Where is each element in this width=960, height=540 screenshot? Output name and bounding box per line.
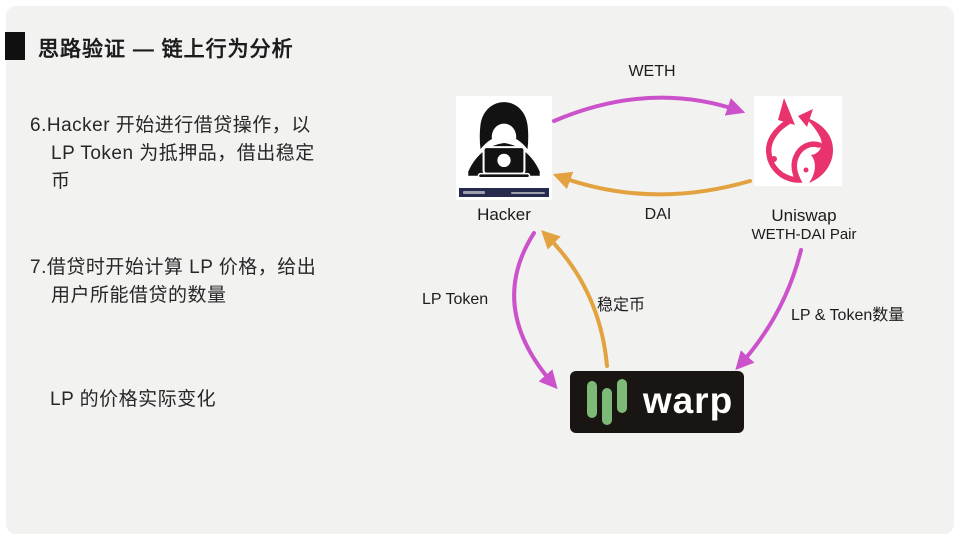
bullet-item-7: 7.借贷时开始计算 LP 价格，给出 用户所能借贷的数量 xyxy=(30,254,360,310)
edge-label-weth: WETH xyxy=(628,63,676,80)
bullet-7-line-1: 7.借贷时开始计算 LP 价格，给出 xyxy=(30,257,317,278)
warp-logo-bar xyxy=(587,381,597,418)
edge-label-lp-token: LP Token xyxy=(422,291,489,308)
title-accent-square xyxy=(5,32,25,60)
hacker-label: Hacker xyxy=(477,205,531,224)
bullet-7-line-2: 用户所能借贷的数量 xyxy=(51,285,227,306)
edge-label-dai: DAI xyxy=(644,206,672,223)
bullet-6-line-1: 6.Hacker 开始进行借贷操作，以 xyxy=(30,115,311,136)
page-title: 思路验证 — 链上行为分析 xyxy=(38,38,294,61)
watermark-mark xyxy=(463,191,485,194)
edge-label-lp-amount: LP & Token数量 xyxy=(791,307,905,324)
warp-logo-bar xyxy=(617,379,627,413)
warp-wordmark: warp xyxy=(642,380,734,421)
watermark-mark xyxy=(511,192,545,194)
bullet-6-line-3: 币 xyxy=(51,171,71,192)
uniswap-unicorn-icon xyxy=(765,98,833,183)
uniswap-node xyxy=(754,96,842,186)
note-lp-price: LP 的价格实际变化 xyxy=(50,386,350,414)
hacker-icon xyxy=(468,102,540,179)
hacker-node xyxy=(456,96,552,200)
uniswap-pair-label: WETH-DAI Pair xyxy=(751,226,857,243)
uniswap-label: Uniswap xyxy=(771,206,837,225)
note-lp-line-1: LP 的价格实际变化 xyxy=(50,389,217,410)
bullet-6-line-2: LP Token 为抵押品，借出稳定 xyxy=(51,143,315,164)
stock-watermark-bar xyxy=(459,188,549,197)
warp-logo-bar xyxy=(602,388,612,425)
bullet-item-6: 6.Hacker 开始进行借贷操作，以 LP Token 为抵押品，借出稳定 币 xyxy=(30,112,360,196)
edge-label-stablecoin: 稳定币 xyxy=(597,297,646,314)
warp-node: warp xyxy=(570,371,744,433)
